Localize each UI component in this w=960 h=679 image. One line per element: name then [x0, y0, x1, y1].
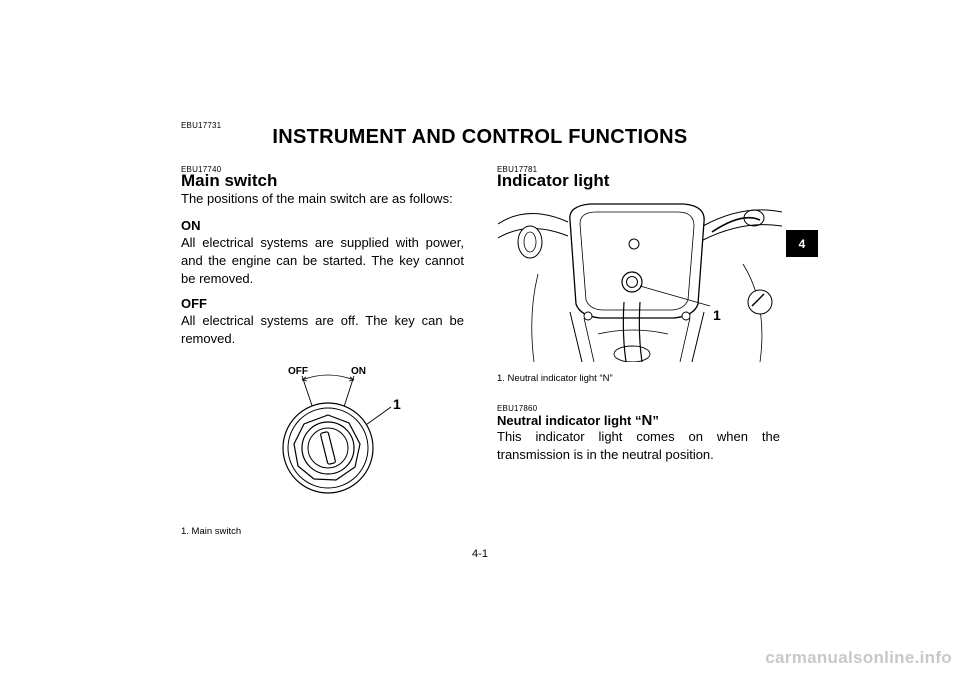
- arrow-left-icon: [301, 376, 308, 382]
- neutral-indicator-lamp: [621, 271, 643, 293]
- off-label: OFF: [288, 366, 308, 377]
- fuel-cap: [747, 289, 773, 315]
- indicator-callout: 1: [713, 307, 721, 323]
- mount-hole: [628, 238, 640, 250]
- on-label: ON: [351, 366, 366, 377]
- steering-stem: [622, 301, 627, 362]
- main-switch-intro: The positions of the main switch are as …: [181, 191, 453, 206]
- watermark: carmanualsonline.info: [765, 648, 952, 667]
- handlebar-left: [498, 213, 569, 225]
- page-number: 4-1: [472, 548, 488, 560]
- main-switch-figure: OFF ON 1: [282, 366, 401, 494]
- switch-ring: [287, 407, 369, 489]
- main-switch-code: EBU17740: [181, 165, 222, 174]
- on-text: All electrical systems are supplied with…: [181, 235, 464, 286]
- main-switch-callout: 1: [393, 396, 401, 412]
- bolt-right: [681, 311, 691, 321]
- neutral-heading: Neutral indicator light “N”: [497, 412, 659, 429]
- section-code: EBU17731: [181, 121, 222, 130]
- key-slot: [320, 431, 336, 465]
- bolt-left: [583, 311, 593, 321]
- off-heading: OFF: [181, 296, 207, 311]
- chapter-tab: 4: [786, 230, 818, 257]
- headlight-housing: [569, 203, 705, 319]
- main-switch-caption: 1. Main switch: [181, 526, 242, 537]
- indicator-heading: Indicator light: [497, 171, 610, 190]
- off-text: All electrical systems are off. The key …: [181, 313, 464, 346]
- on-heading: ON: [181, 218, 201, 233]
- handlebar-right: [702, 209, 782, 227]
- indicator-caption: 1. Neutral indicator light “N”: [497, 373, 613, 384]
- page-title: INSTRUMENT AND CONTROL FUNCTIONS: [272, 126, 688, 148]
- indicator-figure: 1: [497, 193, 783, 363]
- indicator-callout-leader: [639, 285, 711, 307]
- indicator-code: EBU17781: [497, 165, 538, 174]
- rotation-arc: [301, 374, 355, 381]
- neutral-code: EBU17860: [497, 404, 538, 413]
- neutral-text: This indicator light comes on when the t…: [497, 429, 780, 462]
- handlebar-clamp-left: [517, 225, 543, 259]
- main-switch-heading: Main switch: [181, 171, 278, 190]
- neutral-symbol: N: [641, 412, 653, 429]
